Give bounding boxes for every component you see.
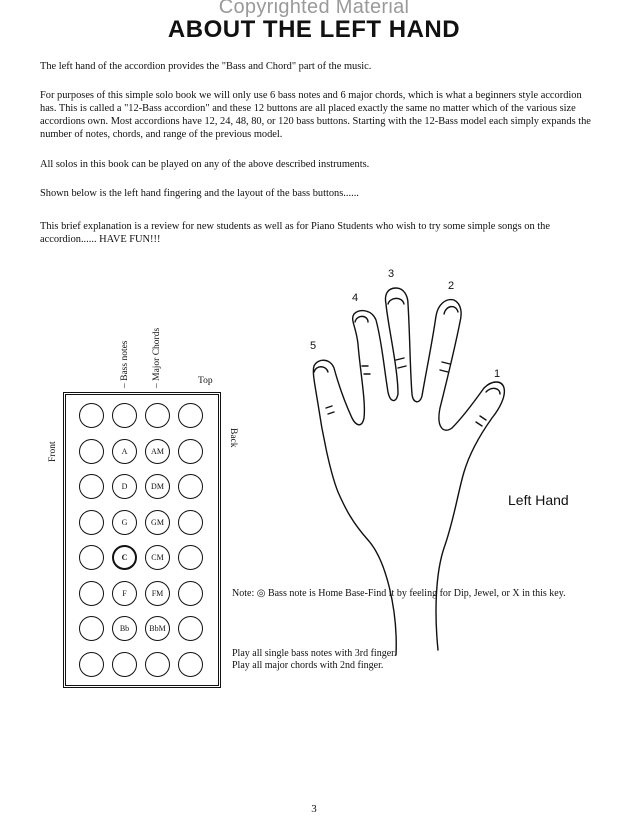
bass-button-bb: Bb: [112, 616, 137, 641]
bass-button-dm: DM: [145, 474, 170, 499]
bass-button-blank: [178, 438, 203, 464]
back-label: Back: [228, 428, 238, 448]
bass-notes-label: – Bass notes: [120, 340, 130, 389]
bass-button-c: C: [112, 545, 137, 570]
bass-button-blank: [178, 616, 203, 641]
finger-number-5: 5: [310, 340, 317, 352]
bass-button-blank: [112, 651, 137, 677]
bass-button-blank: [178, 403, 203, 428]
paragraph-review: This brief explanation is a review for n…: [40, 221, 550, 245]
page-title: ABOUT THE LEFT HAND: [167, 16, 461, 43]
bass-button-blank: [178, 651, 203, 677]
bass-button-blank: [79, 616, 104, 641]
bass-button-blank: [178, 474, 203, 499]
bass-button-f: F: [112, 580, 137, 606]
watermark: Copyrighted Material: [218, 0, 410, 18]
bass-button-blank: [79, 509, 104, 535]
front-label: Front: [48, 441, 58, 462]
bass-button-d: D: [112, 474, 137, 499]
paragraph-intro: The left hand of the accordion provides …: [40, 61, 372, 72]
bass-button-bbm: BbM: [145, 616, 170, 641]
bass-button-cm: CM: [145, 545, 170, 570]
finger-number-2: 2: [448, 280, 455, 292]
bass-button-a: A: [112, 438, 137, 464]
home-base-note: Note: ◎ Bass note is Home Base-Find it b…: [232, 588, 566, 599]
paragraph-shown-below: Shown below is the left hand fingering a…: [40, 188, 359, 199]
bass-button-am: AM: [145, 438, 170, 464]
bass-button-blank: [79, 474, 104, 499]
bass-button-blank: [145, 651, 170, 677]
bass-button-blank: [178, 509, 203, 535]
bass-button-board: A AM D DM G GM C CM F FM Bb BbM: [63, 392, 221, 688]
finger-number-1: 1: [494, 368, 501, 380]
paragraph-instruments: All solos in this book can be played on …: [40, 159, 370, 170]
bass-finger-note: Play all single bass notes with 3rd fing…: [232, 648, 397, 659]
bass-button-blank: [79, 651, 104, 677]
bass-button-blank: [79, 545, 104, 570]
paragraph-bass-explanation: For purposes of this simple solo book we…: [40, 90, 591, 140]
bass-button-blank: [178, 545, 203, 570]
chord-finger-note: Play all major chords with 2nd finger.: [232, 660, 384, 671]
finger-number-3: 3: [388, 268, 395, 280]
left-hand-label: Left Hand: [508, 492, 569, 508]
major-chords-label: – Major Chords: [152, 327, 162, 388]
bass-button-g: G: [112, 509, 137, 535]
bass-button-blank: [145, 403, 170, 428]
page-number: 3: [311, 803, 317, 815]
bass-button-blank: [178, 580, 203, 606]
bass-button-gm: GM: [145, 509, 170, 535]
finger-number-4: 4: [352, 292, 359, 304]
bass-button-blank: [79, 403, 104, 428]
bass-button-blank: [79, 438, 104, 464]
bass-button-blank: [79, 580, 104, 606]
bass-button-fm: FM: [145, 580, 170, 606]
top-label: Top: [198, 376, 213, 386]
bass-button-blank: [112, 403, 137, 428]
